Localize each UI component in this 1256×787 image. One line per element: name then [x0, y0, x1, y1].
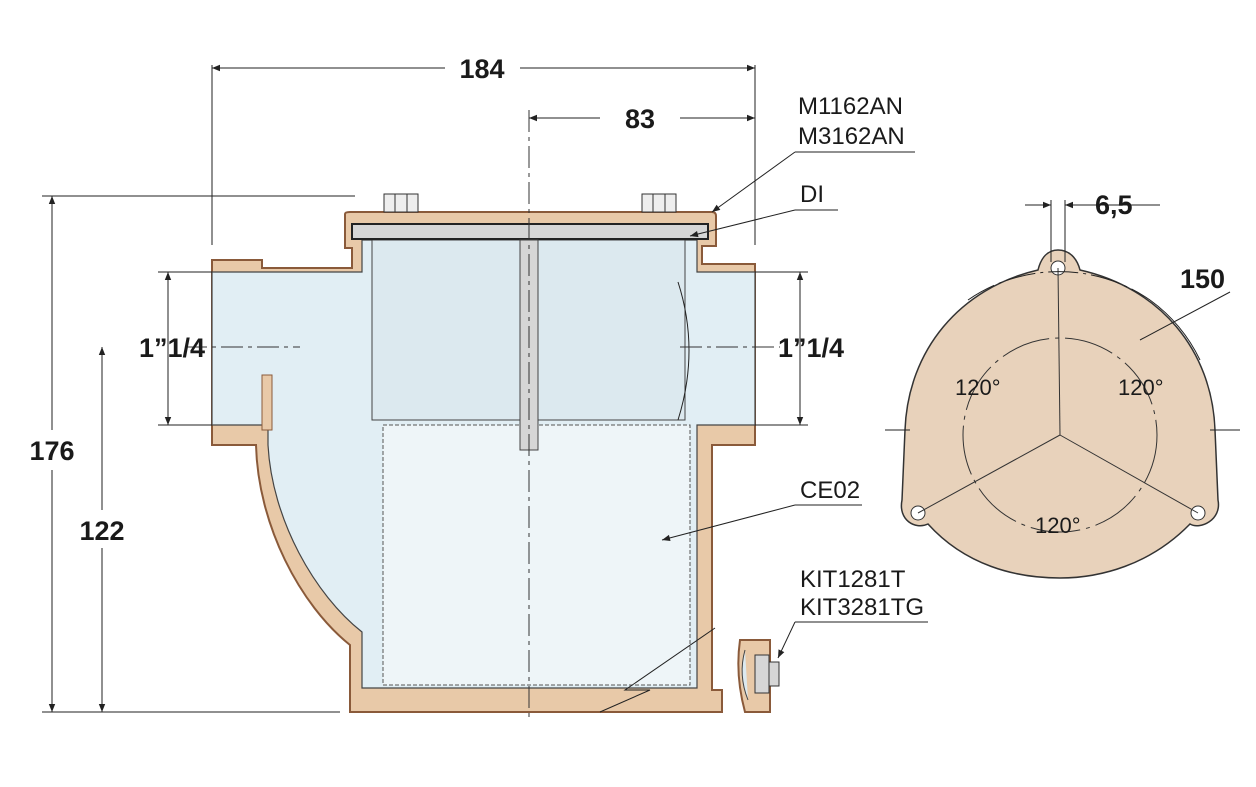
label-kit3281tg: KIT3281TG: [800, 594, 924, 621]
angle-right: 120°: [1118, 375, 1164, 400]
dim-inlet-height: 122: [79, 516, 124, 546]
label-basket-ce02: CE02: [800, 477, 860, 504]
label-kit1281t: KIT1281T: [800, 566, 906, 593]
angle-left: 120°: [955, 375, 1001, 400]
dim-hole-diameter: 6,5: [1095, 190, 1133, 220]
drain-plug-detail: [599, 627, 780, 713]
label-cover-m1162an: M1162AN: [798, 93, 903, 120]
filter-body-section: [211, 211, 756, 713]
dim-overall-height: 176: [29, 436, 74, 466]
label-cover-m3162an: M3162AN: [798, 123, 905, 150]
label-gasket-di: DI: [800, 181, 824, 208]
dim-overall-width: 184: [459, 54, 504, 84]
cover-top-view: [885, 249, 1240, 579]
dim-inlet-size: 1”1/4: [139, 333, 205, 363]
dim-bolt-circle: 150: [1180, 264, 1225, 294]
dim-outlet-size: 1”1/4: [778, 333, 844, 363]
angle-bottom: 120°: [1035, 513, 1081, 538]
cover-bolt-right: [641, 193, 677, 213]
cover-bolt-left: [383, 193, 419, 213]
dim-center-to-outlet: 83: [625, 104, 655, 134]
